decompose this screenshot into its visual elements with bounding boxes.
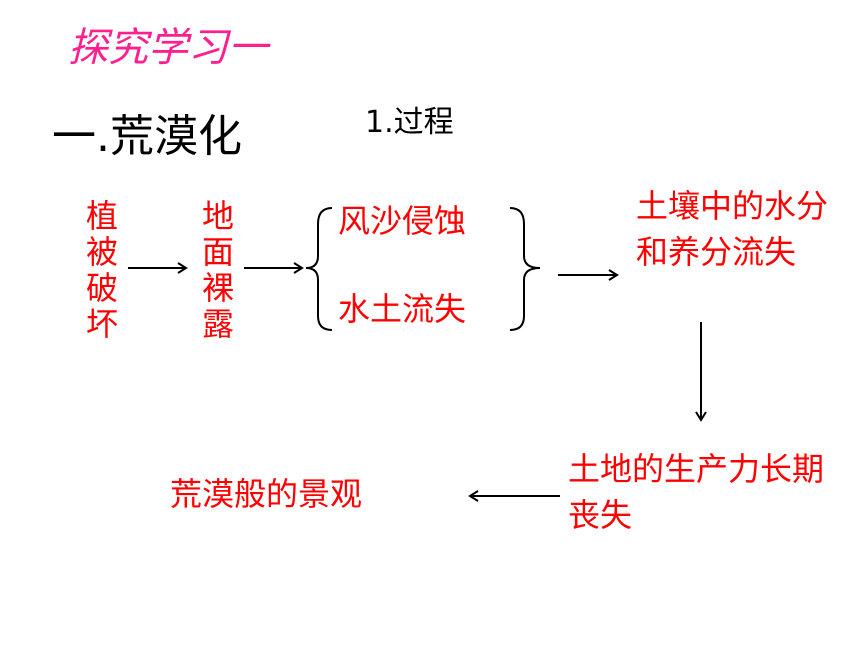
arrow-vegetation-to-ground-head <box>177 262 188 274</box>
node-water-nutrient-loss: 土壤中的水分和养分流失 <box>636 187 829 271</box>
node-wind-erosion: 风沙侵蚀 <box>338 202 467 240</box>
node-ground-exposed: 地面裸露 <box>201 197 234 343</box>
section-heading: 一.荒漠化 <box>52 111 242 162</box>
node-vegetation-damage: 植被破坏 <box>85 197 118 343</box>
process-subheading: 1.过程 <box>365 105 454 140</box>
slide-title: 探究学习一 <box>68 25 268 71</box>
node-productivity-loss: 土地的生产力长期丧失 <box>568 450 825 534</box>
left-brace <box>305 207 333 331</box>
node-desert-landscape: 荒漠般的景观 <box>170 475 363 513</box>
arrow-productivity-to-desert-head <box>468 490 479 502</box>
arrow-loss-to-productivity-head <box>695 411 707 422</box>
node-soil-erosion: 水土流失 <box>338 290 467 328</box>
arrow-erosion-to-loss-head <box>608 269 619 281</box>
arrow-ground-to-erosion-head <box>293 262 304 274</box>
right-brace <box>509 207 541 331</box>
